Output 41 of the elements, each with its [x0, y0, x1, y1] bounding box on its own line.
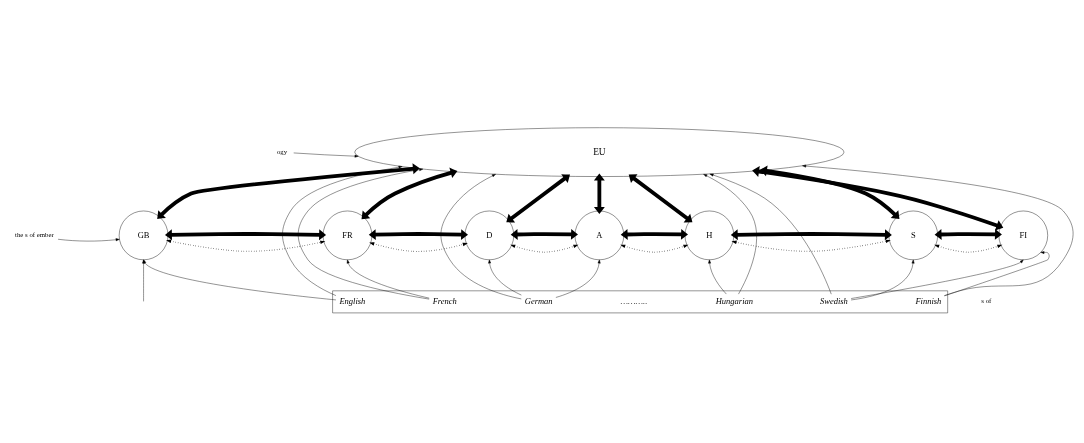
node-text: French [432, 295, 457, 306]
arrow [730, 228, 892, 240]
arrow [361, 167, 458, 219]
arrow [510, 244, 579, 253]
arrow [506, 173, 570, 222]
arrow [165, 228, 327, 240]
arrow [620, 228, 688, 240]
node-text: ……….. [620, 295, 648, 306]
cluster [332, 290, 948, 313]
node-text: Swedish [820, 295, 848, 306]
arrow [709, 173, 832, 294]
arrow [850, 259, 1024, 299]
arrow [368, 228, 468, 240]
arrow [293, 152, 359, 158]
arrow [731, 239, 891, 252]
arrow [703, 173, 757, 294]
arrow [850, 259, 915, 300]
node-text: Finnish [915, 295, 942, 306]
arrow [488, 259, 522, 295]
arrow [620, 244, 689, 253]
arrow [708, 259, 727, 294]
node-text: German [524, 295, 553, 306]
node-text: Hungarian [715, 295, 753, 306]
arrow [346, 259, 430, 298]
arrow [759, 164, 900, 219]
arrow [369, 241, 468, 252]
arrow [166, 239, 326, 252]
arrow [944, 250, 1050, 296]
arrow [157, 162, 420, 219]
arrow [440, 173, 522, 299]
arrow [628, 173, 693, 222]
arrow [593, 173, 605, 214]
arrow [934, 228, 1002, 240]
arrow [555, 259, 601, 298]
arrow [57, 237, 120, 241]
arrow [510, 228, 578, 240]
arrow [802, 164, 1074, 296]
node-text: English [339, 295, 366, 306]
arrow [282, 165, 403, 296]
arrow [752, 165, 1004, 231]
arrow [298, 167, 430, 299]
